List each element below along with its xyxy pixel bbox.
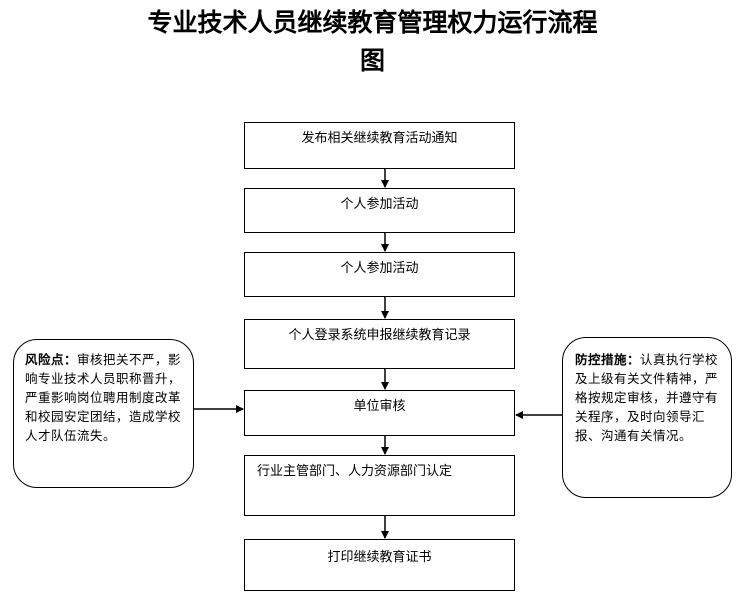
risk-point-text: 审核把关不严，影响专业技术人员职称晋升，严重影响岗位聘用制度改革和校园安定团结，…	[25, 352, 182, 443]
control-measures-note: 防控措施：认真执行学校及上级有关文件精神，严格按规定审核，并遵守有关程序，及时向…	[562, 337, 732, 498]
control-measures-text: 认真执行学校及上级有关文件精神，严格按规定审核，并遵守有关程序，及时向领导汇报、…	[575, 352, 719, 443]
step-participate-activity-2: 个人参加活动	[244, 252, 515, 297]
step-print-certificate: 打印继续教育证书	[244, 539, 515, 591]
step-unit-review: 单位审核	[244, 390, 515, 436]
step-publish-notice: 发布相关继续教育活动通知	[244, 122, 515, 169]
risk-point-label: 风险点：	[25, 352, 78, 367]
diagram-title: 专业技术人员继续教育管理权力运行流程	[147, 8, 598, 37]
step-department-approval: 行业主管部门、人力资源部门认定	[244, 455, 515, 516]
step-participate-activity: 个人参加活动	[244, 188, 515, 233]
risk-point-note: 风险点：审核把关不严，影响专业技术人员职称晋升，严重影响岗位聘用制度改革和校园安…	[13, 339, 194, 488]
step-declare-record: 个人登录系统申报继续教育记录	[244, 319, 515, 369]
control-measures-label: 防控措施：	[575, 352, 641, 367]
diagram-title-line2: 图	[359, 46, 385, 75]
